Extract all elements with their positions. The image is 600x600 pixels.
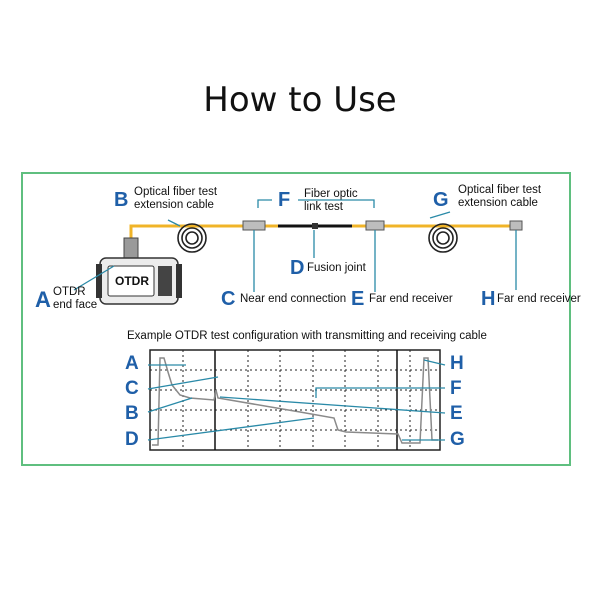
letter-g: G [433,189,449,211]
letter-f: F [278,189,291,211]
label-g-line1: Optical fiber test [458,184,542,196]
coil-b [177,223,207,253]
callout-lines [73,199,517,292]
letter-h: H [481,288,496,310]
label-e-text: Far end receiver [369,293,453,305]
label-a-line1: OTDR [53,286,86,298]
trace-letter-c: C [125,378,139,399]
coil-g [428,223,458,253]
label-d-text: Fusion joint [307,262,366,274]
trace-letter-e: E [450,403,463,424]
trace-letter-g: G [450,429,465,450]
label-b-line2: extension cable [134,199,214,211]
trace-letter-f: F [450,378,462,399]
letter-b: B [114,189,129,211]
otdr-device [96,237,182,305]
label-a-line2: end face [53,299,98,311]
connector-c [242,220,266,231]
connector-e [365,220,385,231]
connector-h [509,220,523,231]
label-c-text: Near end connection [240,293,347,305]
fusion-joint [312,223,318,229]
trace-caption: Example OTDR test configuration with tra… [127,330,487,342]
letter-e: E [351,288,365,310]
letter-a: A [35,287,51,312]
letter-d: D [290,257,305,279]
otdr-screen-label: OTDR [115,274,149,288]
trace-letter-h: H [450,353,464,374]
page-title: How to Use [203,80,397,120]
label-h-text: Far end receiver [497,293,581,305]
trace-letter-a: A [125,353,139,374]
trace-letter-d: D [125,429,139,450]
otdr-trace-chart [149,349,441,451]
trace-letter-b: B [125,403,139,424]
trace-callouts [147,359,446,441]
label-f-line2: link test [304,201,343,213]
label-g-line2: extension cable [458,197,538,209]
label-f-line1: Fiber optic [304,188,358,200]
letter-c: C [221,288,236,310]
label-b-line1: Optical fiber test [134,186,218,198]
diagram-frame [21,172,571,466]
fiber-line [129,224,510,240]
